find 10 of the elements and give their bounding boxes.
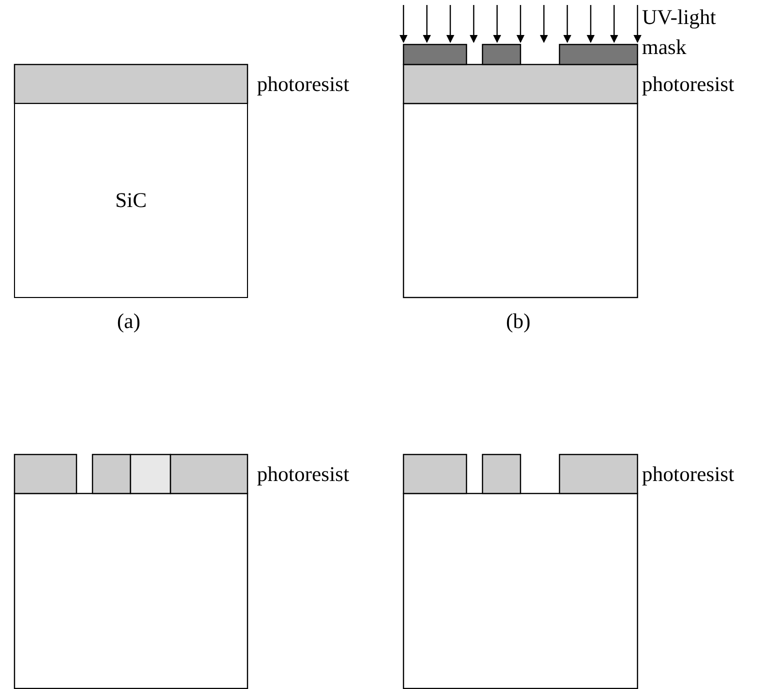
panel-caption: (a) bbox=[117, 310, 140, 332]
substrate-block bbox=[14, 103, 248, 298]
light-label: UV-light bbox=[642, 6, 716, 28]
layer-label: photoresist bbox=[257, 463, 350, 485]
material-label: SiC bbox=[115, 188, 147, 213]
layer-label: mask bbox=[642, 36, 686, 58]
panel-caption: (b) bbox=[506, 310, 530, 332]
layer-label: photoresist bbox=[642, 73, 734, 95]
layer-label: photoresist bbox=[257, 73, 350, 95]
layer-label: photoresist bbox=[642, 463, 734, 485]
